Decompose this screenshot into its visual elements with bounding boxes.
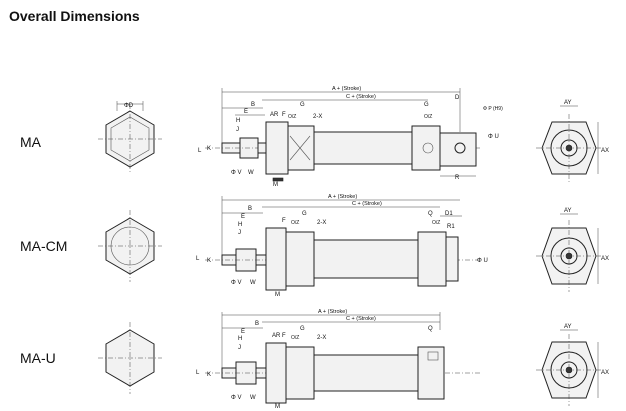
row-label-ma-u: MA-U (20, 350, 56, 366)
dim-m: M (273, 182, 278, 188)
dim-j: J (238, 345, 241, 351)
dim-2x: 2-X (317, 335, 326, 341)
ay-label: AY (564, 208, 572, 214)
dim-w: W (250, 395, 256, 401)
dim-d: D (455, 95, 460, 101)
dim-v: Φ V (231, 280, 241, 286)
end-view-ma: AY AX (536, 100, 609, 182)
dim-k: K (207, 372, 211, 378)
dim-w: W (248, 170, 254, 176)
row-label-ma-cm: MA-CM (20, 238, 68, 254)
dim-d1: D1 (445, 211, 453, 217)
dim-l: L (196, 370, 200, 376)
hex-d-label: ΦD (124, 103, 134, 109)
ax-label: AX (601, 256, 609, 262)
dim-k: K (207, 258, 211, 264)
dim-e: E (244, 109, 248, 115)
dim-ar: AR (272, 333, 281, 339)
c-stroke-label: C + (Stroke) (346, 316, 376, 322)
dim-q: Q (428, 326, 433, 332)
dim-h: H (238, 222, 242, 228)
row-label-ma: MA (20, 134, 41, 150)
c-stroke-label: C + (Stroke) (346, 94, 376, 100)
side-view-ma: A + (Stroke) C + (Stroke) B E G G D H J … (198, 86, 503, 188)
dim-2x: 2-X (317, 220, 326, 226)
dim-h: H (236, 118, 240, 124)
dim-u: Φ U (477, 258, 488, 264)
dim-oz: O/Z (288, 114, 296, 120)
dim-k: K (207, 146, 211, 152)
dim-l: L (196, 256, 200, 262)
dim-m: M (275, 292, 280, 298)
hex-view-ma-cm (98, 210, 162, 282)
dim-v: Φ V (231, 395, 241, 401)
side-view-ma-u: A + (Stroke) C + (Stroke) B E G Q H J AR… (196, 309, 480, 410)
dim-oz: O/Z (291, 335, 299, 341)
dim-2x: 2-X (313, 114, 322, 120)
ay-label: AY (564, 324, 572, 330)
dim-r1: R1 (447, 224, 455, 230)
dim-m: M (275, 404, 280, 410)
dim-g: G (302, 211, 307, 217)
dim-v: Φ V (231, 170, 241, 176)
ax-label: AX (601, 370, 609, 376)
dim-oz-rear: O/Z (424, 114, 432, 120)
hex-view-ma: ΦD (98, 101, 162, 174)
dim-e: E (241, 329, 245, 335)
dim-r: R (455, 175, 460, 181)
dim-oz-rear: O/Z (432, 220, 440, 226)
end-view-ma-cm: AY AX (536, 208, 609, 292)
dim-g2: G (424, 102, 429, 108)
dim-b: B (251, 102, 255, 108)
dim-b: B (248, 206, 252, 212)
dim-p-hole: Φ P (H9) (483, 106, 503, 112)
a-stroke-label: A + (Stroke) (328, 194, 357, 200)
page-title: Overall Dimensions (9, 8, 140, 24)
a-stroke-label: A + (Stroke) (318, 309, 347, 315)
dim-l: L (198, 148, 202, 154)
dim-b: B (255, 321, 259, 327)
dim-g: G (300, 326, 305, 332)
dim-g: G (300, 102, 305, 108)
ay-label: AY (564, 100, 572, 106)
dim-j: J (236, 127, 239, 133)
end-view-ma-u: AY AX (536, 324, 609, 406)
hex-view-ma-u (98, 322, 162, 394)
dim-f: F (282, 218, 286, 224)
dim-f: F (282, 112, 286, 118)
dim-q: Q (428, 211, 433, 217)
c-stroke-label: C + (Stroke) (352, 201, 382, 207)
dim-h: H (238, 336, 242, 342)
dim-ar: AR (270, 112, 279, 118)
side-view-ma-cm: A + (Stroke) C + (Stroke) B E G Q D1 R1 … (196, 194, 488, 298)
dim-oz: O/Z (291, 220, 299, 226)
ax-label: AX (601, 148, 609, 154)
dim-w: W (250, 280, 256, 286)
dim-u: Φ U (488, 134, 499, 140)
a-stroke-label: A + (Stroke) (332, 86, 361, 92)
dim-j: J (238, 230, 241, 236)
dim-f: F (282, 333, 286, 339)
dim-e: E (241, 214, 245, 220)
